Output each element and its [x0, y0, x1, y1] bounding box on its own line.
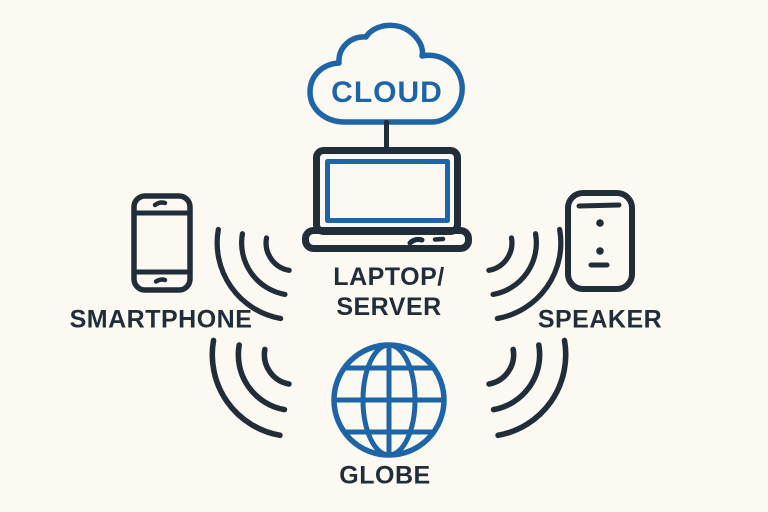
globe-label: GLOBE: [339, 461, 431, 490]
smartphone-icon: [131, 193, 193, 293]
cloud-icon: [307, 22, 465, 125]
cloud-laptop-connector: [384, 120, 389, 150]
speaker-label: SPEAKER: [537, 305, 663, 334]
laptop-label-line1: LAPTOP/: [333, 263, 445, 291]
wireless-signal-lower-left-icon: [209, 337, 292, 439]
laptop-icon: [302, 147, 472, 252]
wireless-signal-lower-right-icon: [486, 337, 569, 439]
wireless-signal-upper-right-icon: [486, 226, 564, 322]
speaker-icon: [565, 190, 635, 292]
laptop-label: LAPTOP/ SERVER: [333, 262, 444, 322]
cloud-label: CLOUD: [331, 76, 443, 109]
laptop-label-line2: SERVER: [336, 293, 442, 321]
globe-icon: [331, 342, 447, 458]
smartphone-label: SMARTPHONE: [69, 305, 253, 334]
wireless-signal-upper-left-icon: [214, 226, 292, 322]
